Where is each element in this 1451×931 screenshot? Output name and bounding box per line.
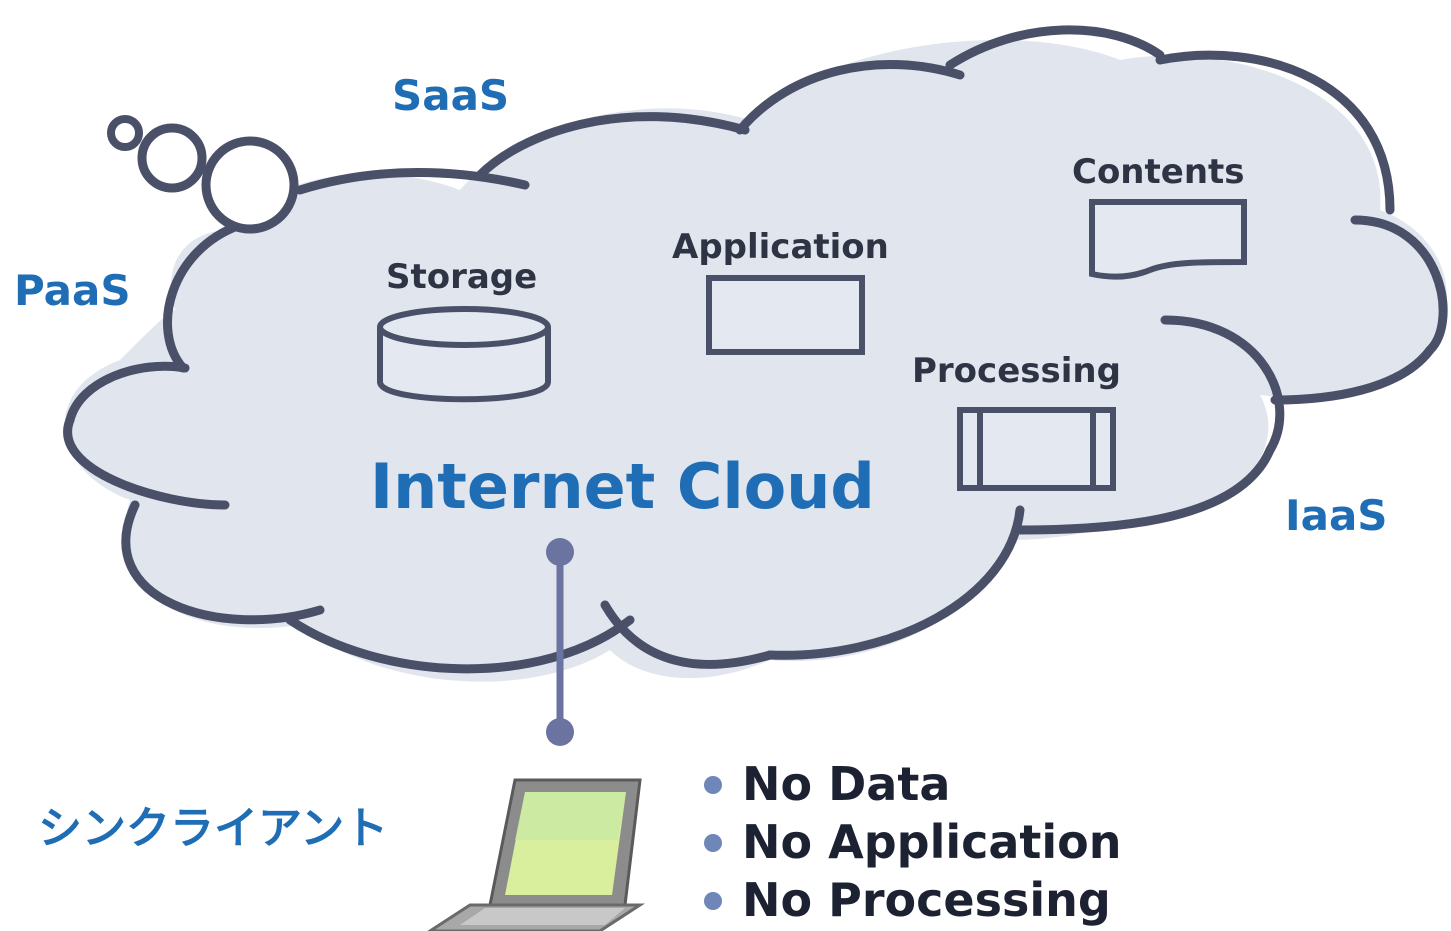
client-features: No Data No Application No Processing — [704, 757, 1122, 927]
thought-bubbles — [107, 115, 299, 234]
bullet-dot — [704, 834, 722, 852]
bubble-small — [107, 115, 143, 151]
cylinder-icon — [377, 306, 551, 403]
saas-label: SaaS — [392, 71, 509, 120]
iaas-label: IaaS — [1285, 491, 1388, 540]
process-box-icon — [957, 407, 1116, 491]
feature-no-application: No Application — [742, 815, 1122, 869]
processing-label: Processing — [912, 351, 1121, 391]
bubble-medium — [137, 123, 207, 193]
cloud-title: Internet Cloud — [370, 450, 875, 523]
document-icon — [1089, 199, 1247, 280]
connector-line — [546, 538, 574, 746]
laptop-icon — [427, 778, 646, 931]
feature-no-processing: No Processing — [742, 873, 1111, 927]
connector-top-dot — [546, 538, 574, 566]
bullet-dot — [704, 776, 722, 794]
bubble-large — [201, 136, 299, 234]
client-label: シンクライアント — [38, 803, 388, 854]
window-box-icon — [706, 275, 865, 355]
application-label: Application — [672, 227, 889, 267]
bullet-dot — [704, 892, 722, 910]
storage-label: Storage — [386, 257, 537, 297]
cloud-shape — [64, 40, 1447, 682]
connector-bottom-dot — [546, 718, 574, 746]
paas-label: PaaS — [14, 266, 131, 315]
cloud-outline — [63, 25, 1448, 674]
contents-label: Contents — [1072, 152, 1245, 192]
feature-no-data: No Data — [742, 757, 950, 811]
